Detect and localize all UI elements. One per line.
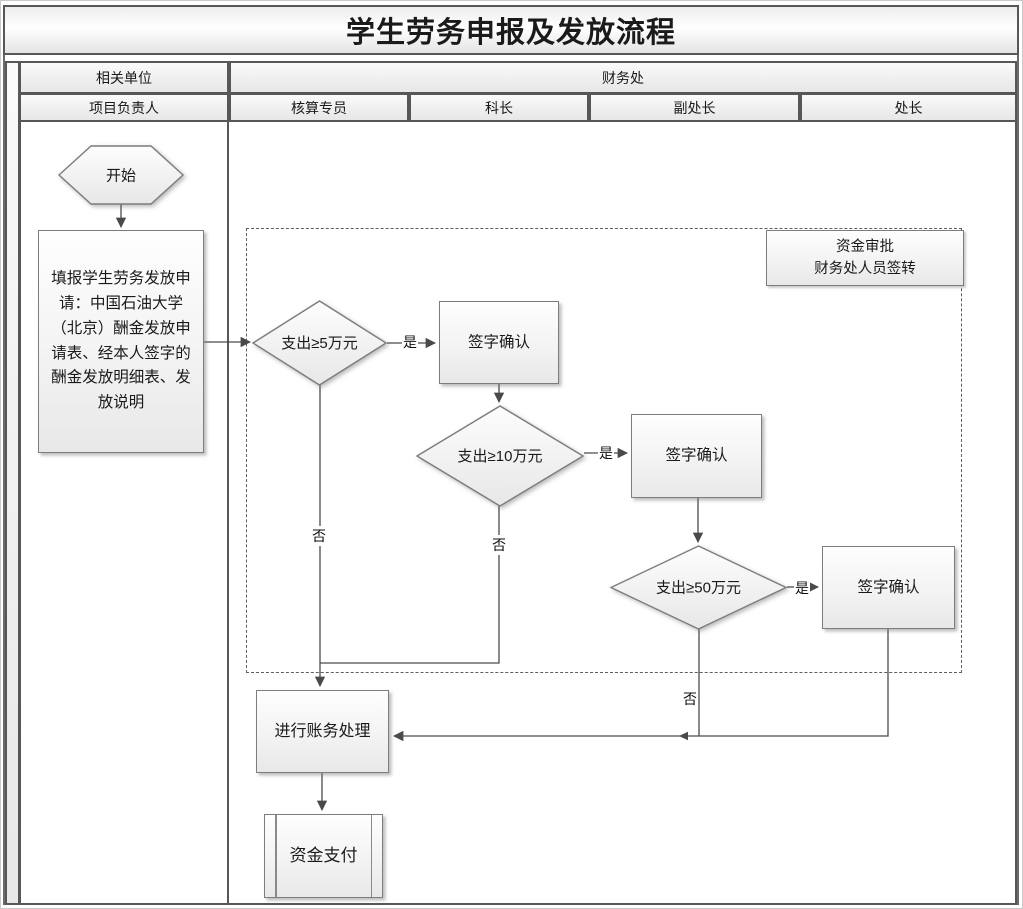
lane-role-director: 处长	[800, 93, 1017, 122]
decision-5w-label: 支出≥5万元	[281, 335, 358, 352]
lane-role-deputy-director: 副处长	[589, 93, 800, 122]
page-title: 学生劳务申报及发放流程	[3, 5, 1019, 55]
payment-label: 资金支付	[289, 846, 358, 866]
payment-double-bar-right	[370, 815, 372, 897]
start-node: 开始	[57, 145, 185, 205]
lane-role-project-leader: 项目负责人	[19, 93, 229, 122]
decision-10w-label: 支出≥10万元	[458, 448, 543, 465]
no-label-1: 否	[311, 526, 327, 546]
sign-confirm-node-3: 签字确认	[822, 546, 955, 629]
decision-node-5w: 支出≥5万元	[251, 300, 388, 386]
fund-approval-note: 资金审批 财务处人员签转	[766, 230, 964, 286]
yes-label-2: 是	[598, 443, 614, 463]
apply-label: 填报学生劳务发放申请：中国石油大学（北京）酬金发放申请表、经本人签字的酬金发放明…	[51, 270, 191, 412]
approval-note-line2: 财务处人员签转	[814, 261, 916, 277]
payment-node: 资金支付	[264, 814, 383, 898]
no-label-2: 否	[491, 535, 507, 555]
no-label-3: 否	[682, 689, 698, 709]
apply-node: 填报学生劳务发放申请：中国石油大学（北京）酬金发放申请表、经本人签字的酬金发放明…	[38, 230, 204, 453]
fund-approval-dashed-region	[246, 228, 962, 673]
yes-label-3: 是	[794, 578, 810, 598]
mid-arrowhead	[679, 731, 688, 741]
payment-double-bar-left	[275, 815, 277, 897]
sign-confirm-1-label: 签字确认	[467, 333, 530, 351]
accounting-label: 进行账务处理	[274, 722, 371, 740]
sign-confirm-node-1: 签字确认	[439, 301, 559, 384]
sign-confirm-node-2: 签字确认	[631, 414, 762, 498]
decision-node-10w: 支出≥10万元	[415, 405, 585, 507]
lane-divider-line	[227, 122, 229, 905]
lane-header-related-unit: 相关单位	[19, 61, 229, 94]
decision-node-50w: 支出≥50万元	[609, 545, 788, 630]
lane-role-section-chief: 科长	[409, 93, 589, 122]
start-label: 开始	[106, 168, 136, 185]
approval-note-line1: 资金审批	[836, 238, 894, 255]
sign-confirm-2-label: 签字确认	[665, 447, 728, 465]
decision-50w-label: 支出≥50万元	[656, 580, 741, 597]
yes-label-1: 是	[402, 332, 418, 352]
sign-confirm-3-label: 签字确认	[857, 578, 920, 596]
lane-role-accounting-specialist: 核算专员	[229, 93, 409, 122]
accounting-node: 进行账务处理	[256, 690, 389, 773]
